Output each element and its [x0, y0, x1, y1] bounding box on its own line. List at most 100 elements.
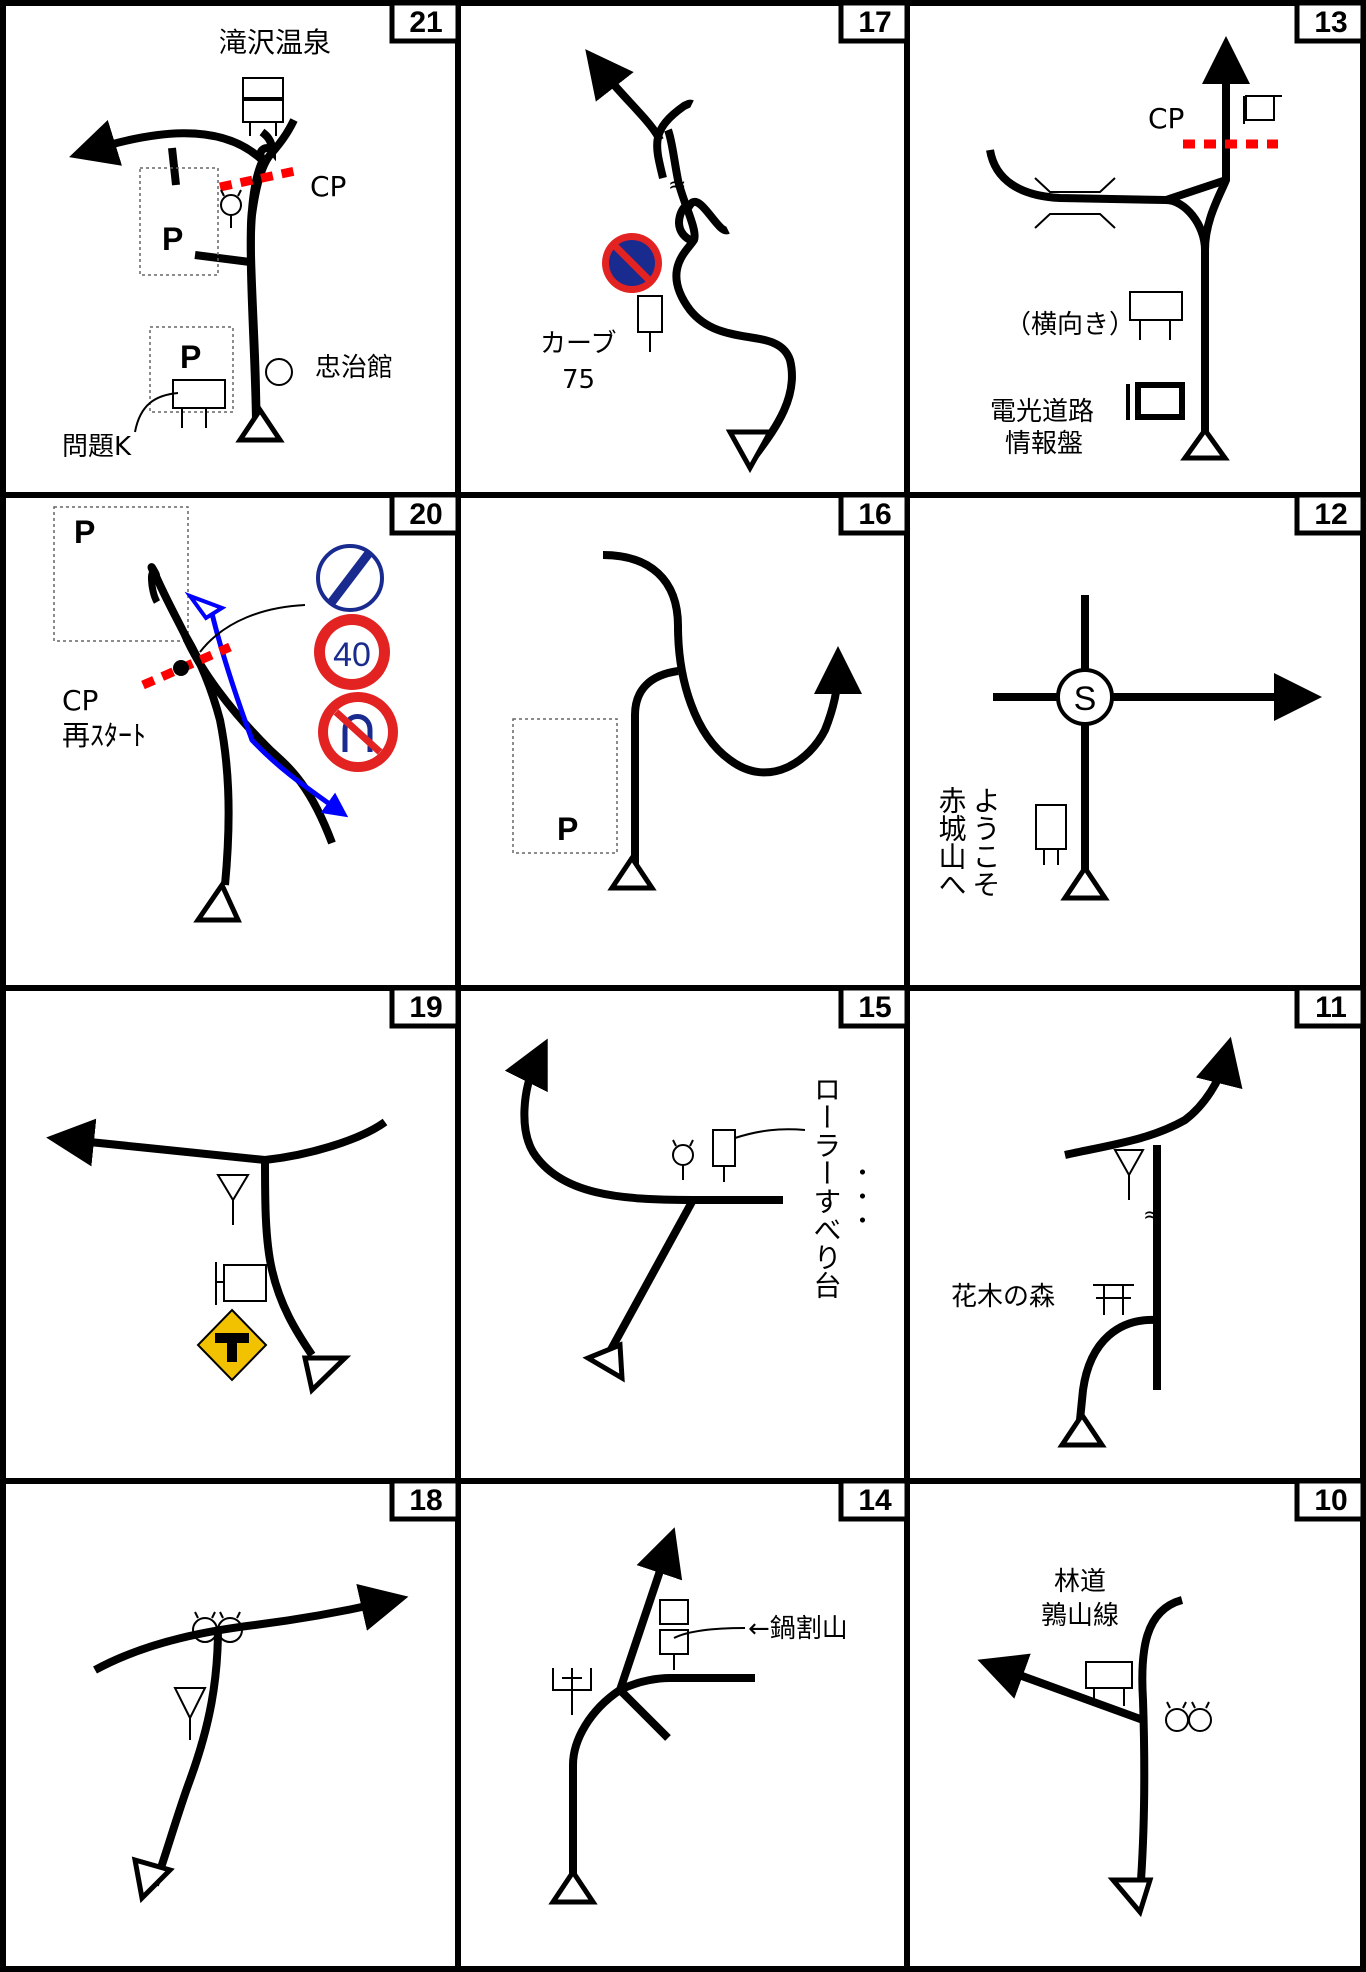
start-triangle-icon [1060, 863, 1110, 901]
curve-label: カーブ [540, 329, 616, 359]
end-restriction-sign-icon [316, 544, 384, 612]
cell-number-11: 11 [1315, 991, 1347, 1024]
cell-11: ≈ 花木の森 [951, 1036, 1243, 1448]
start-triangle-icon [582, 1341, 625, 1383]
electric-board-icon [1126, 382, 1185, 420]
road-main [46, 1118, 266, 1167]
road-main [1137, 1596, 1184, 1881]
start-triangle-icon [131, 1856, 175, 1904]
cell-19 [46, 1118, 388, 1395]
parking-label-1: P [162, 221, 183, 257]
bridge-top [1034, 177, 1116, 193]
cell-number-17: 17 [858, 6, 891, 39]
road-main [246, 118, 298, 421]
road-side [675, 198, 730, 244]
road-stub [194, 251, 251, 266]
traffic-signal-icon [1165, 1701, 1212, 1732]
cell-17: ≈ カーブ 75 [540, 49, 796, 474]
start-triangle-icon [193, 879, 242, 923]
road-out-arrow [585, 49, 664, 142]
yield-sign-icon [1113, 1149, 1145, 1200]
slide-dots: ・・・ [846, 1160, 874, 1232]
start-label: S [1074, 680, 1097, 718]
road-stub [168, 147, 180, 186]
start-triangle-icon [1057, 1410, 1107, 1448]
parking-label: P [557, 811, 578, 847]
electric-board-label-2: 情報盤 [1005, 429, 1083, 459]
signboard-icon [172, 379, 226, 428]
break-mark: ≈ [668, 173, 686, 198]
road-se [617, 1687, 671, 1741]
post-office-icon [552, 1668, 592, 1715]
road-south [151, 1627, 222, 1887]
cell-number-12: 12 [1314, 498, 1347, 531]
cell-10: 林道 鶉山線 [977, 1567, 1212, 1918]
restart-label: 再ｽﾀｰﾄ [62, 719, 146, 752]
signboard-icon [1035, 804, 1067, 865]
leader-line [734, 1128, 806, 1139]
leader-line [134, 392, 179, 433]
traffic-signal-icon [220, 189, 242, 228]
cell-16: P [512, 551, 862, 891]
torii-icon [1093, 1284, 1134, 1315]
signboard-icon [215, 1262, 267, 1305]
t-junction-sign-icon [196, 1308, 268, 1382]
cp-label: CP [62, 684, 98, 717]
cell-number-20: 20 [409, 498, 442, 531]
cell-number-13: 13 [1314, 6, 1347, 39]
route-line [207, 604, 349, 818]
traffic-signal-icon [192, 1611, 243, 1643]
signboard-icon [242, 77, 284, 136]
start-triangle-icon [1107, 1877, 1154, 1918]
signboard-icon [1243, 95, 1282, 124]
road-top-seg [148, 569, 161, 604]
cell-number-14: 14 [858, 1484, 892, 1517]
sign-stack: 40 [314, 544, 398, 772]
start-triangle-icon [235, 405, 285, 443]
cell-number-10: 10 [1314, 1484, 1347, 1517]
road-south [604, 1198, 697, 1357]
road-main [569, 1686, 623, 1885]
cell-13: CP （横向き） 電光道路 情報盤 [986, 36, 1282, 461]
road-connector [1164, 176, 1228, 204]
road-branch-left [69, 119, 265, 166]
welcome-label-1: ようこそ [969, 786, 1002, 898]
speed-limit-value: 40 [333, 636, 371, 674]
parking-label: P [74, 514, 95, 550]
cell-number-21: 21 [409, 6, 442, 39]
parking-label-2: P [180, 339, 201, 375]
road-right [264, 1118, 388, 1164]
no-parking-sign-icon [602, 233, 662, 293]
speed-limit-sign-icon: 40 [314, 614, 390, 690]
break-mark: ≈ [1143, 1203, 1161, 1228]
road-curve [602, 551, 862, 777]
start-triangle-icon [607, 853, 657, 891]
road-sw [1076, 1315, 1158, 1421]
cell-20: P CP 再ｽﾀｰﾄ 40 [53, 506, 398, 923]
onsen-label: 滝沢温泉 [219, 26, 331, 59]
road-main [151, 572, 233, 886]
cell-18 [93, 1583, 409, 1904]
number-tabs: 21 17 13 20 16 12 19 15 11 18 14 10 [389, 0, 1366, 1522]
problem-label: 問題K [62, 432, 132, 462]
start-triangle-icon [1180, 425, 1230, 461]
signboard-icon [659, 1599, 689, 1670]
route-start-marker [184, 591, 227, 621]
leader-line [673, 1627, 746, 1639]
cp-label: CP [1148, 102, 1184, 135]
forest-label: 花木の森 [951, 1282, 1055, 1312]
yield-sign-icon [173, 1687, 207, 1740]
signboard-icon [712, 1129, 736, 1182]
traffic-signal-icon [672, 1139, 694, 1180]
road-arrow [977, 1653, 1145, 1724]
cell-number-19: 19 [409, 991, 442, 1024]
road-arrow [1064, 1036, 1243, 1159]
side-label: （横向き） [1005, 310, 1135, 340]
road-main [664, 128, 796, 463]
signboard-icon [637, 295, 663, 352]
electric-board-label-1: 電光道路 [990, 397, 1094, 427]
parking-area-icon [53, 506, 189, 642]
no-u-turn-sign-icon [318, 692, 398, 772]
